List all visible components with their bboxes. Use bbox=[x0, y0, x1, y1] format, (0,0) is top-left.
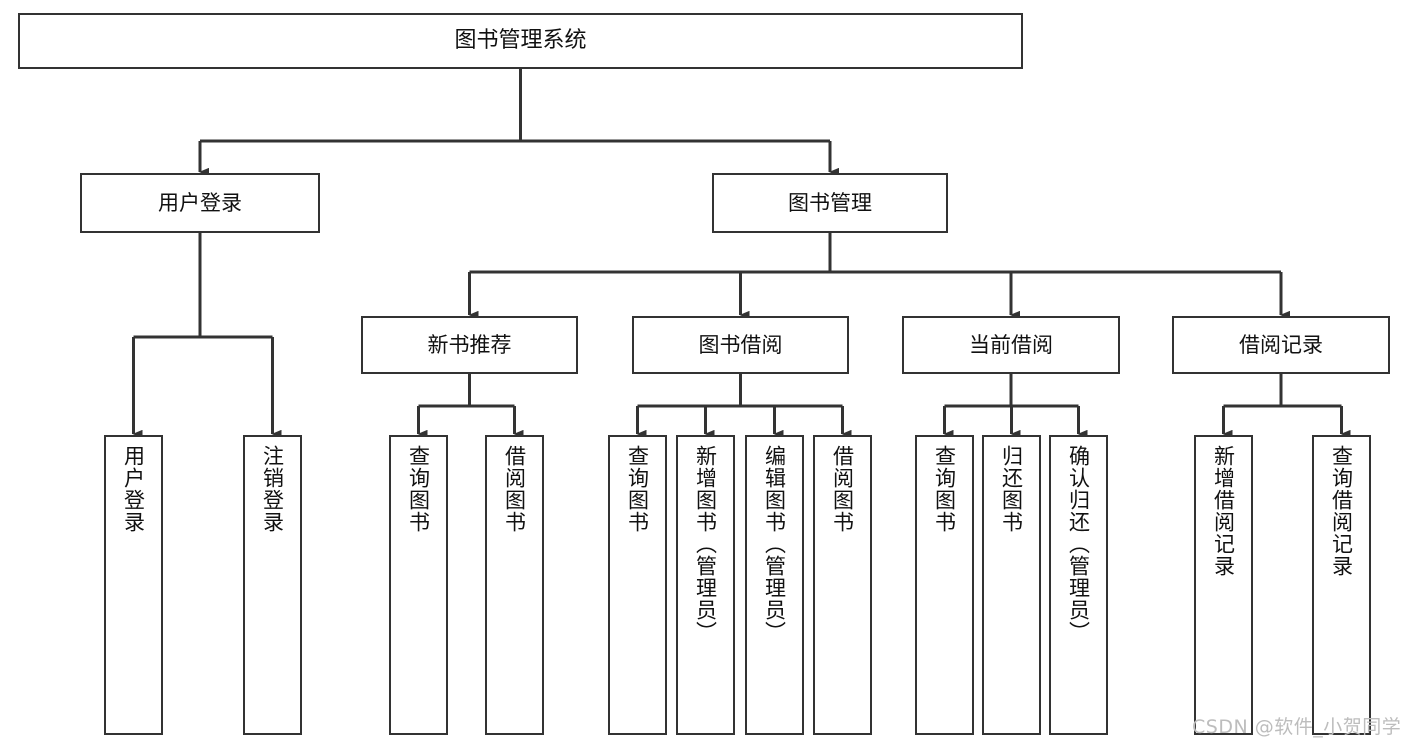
node-book-manage[interactable]: 图书管理 bbox=[712, 173, 948, 233]
node-leaf-bb-edit[interactable]: 编辑图书（管理员） bbox=[745, 435, 804, 735]
node-label: 归还图书 bbox=[999, 445, 1024, 533]
node-label: 编辑图书（管理员） bbox=[762, 445, 787, 643]
node-leaf-bb-query[interactable]: 查询图书 bbox=[608, 435, 667, 735]
node-label: 图书管理 bbox=[788, 190, 872, 215]
node-leaf-br-query[interactable]: 查询借阅记录 bbox=[1312, 435, 1371, 735]
node-label: 查询借阅记录 bbox=[1329, 445, 1354, 577]
node-leaf-cb-confirm[interactable]: 确认归还（管理员） bbox=[1049, 435, 1108, 735]
node-label: 当前借阅 bbox=[969, 332, 1053, 357]
watermark: CSDN @软件_小贺同学 bbox=[1192, 716, 1402, 738]
node-leaf-bb-add[interactable]: 新增图书（管理员） bbox=[676, 435, 735, 735]
node-label: 新增借阅记录 bbox=[1211, 445, 1236, 577]
node-label: 图书管理系统 bbox=[454, 28, 587, 54]
node-label: 确认归还（管理员） bbox=[1066, 445, 1091, 643]
node-label: 查询图书 bbox=[932, 445, 957, 533]
node-label: 查询图书 bbox=[406, 445, 431, 533]
node-new-book-rec[interactable]: 新书推荐 bbox=[361, 316, 578, 374]
node-label: 借阅图书 bbox=[830, 445, 855, 533]
node-label: 用户登录 bbox=[158, 190, 242, 215]
node-leaf-rec-query[interactable]: 查询图书 bbox=[389, 435, 448, 735]
node-label: 借阅记录 bbox=[1239, 332, 1323, 357]
node-label: 用户登录 bbox=[121, 445, 146, 533]
node-leaf-br-add[interactable]: 新增借阅记录 bbox=[1194, 435, 1253, 735]
node-leaf-cb-return[interactable]: 归还图书 bbox=[982, 435, 1041, 735]
node-leaf-user-login[interactable]: 用户登录 bbox=[104, 435, 163, 735]
node-label: 新增图书（管理员） bbox=[693, 445, 718, 643]
node-root[interactable]: 图书管理系统 bbox=[18, 13, 1023, 69]
node-current-borrow[interactable]: 当前借阅 bbox=[902, 316, 1120, 374]
node-label: 借阅图书 bbox=[502, 445, 527, 533]
node-borrow-record[interactable]: 借阅记录 bbox=[1172, 316, 1390, 374]
node-book-borrow[interactable]: 图书借阅 bbox=[632, 316, 849, 374]
node-label: 图书借阅 bbox=[698, 332, 783, 357]
node-leaf-rec-borrow[interactable]: 借阅图书 bbox=[485, 435, 544, 735]
node-leaf-cb-query[interactable]: 查询图书 bbox=[915, 435, 974, 735]
node-leaf-bb-borrow[interactable]: 借阅图书 bbox=[813, 435, 872, 735]
node-label: 新书推荐 bbox=[427, 332, 512, 357]
node-leaf-logout[interactable]: 注销登录 bbox=[243, 435, 302, 735]
node-label: 查询图书 bbox=[625, 445, 650, 533]
node-user-login[interactable]: 用户登录 bbox=[80, 173, 320, 233]
node-label: 注销登录 bbox=[260, 445, 285, 533]
